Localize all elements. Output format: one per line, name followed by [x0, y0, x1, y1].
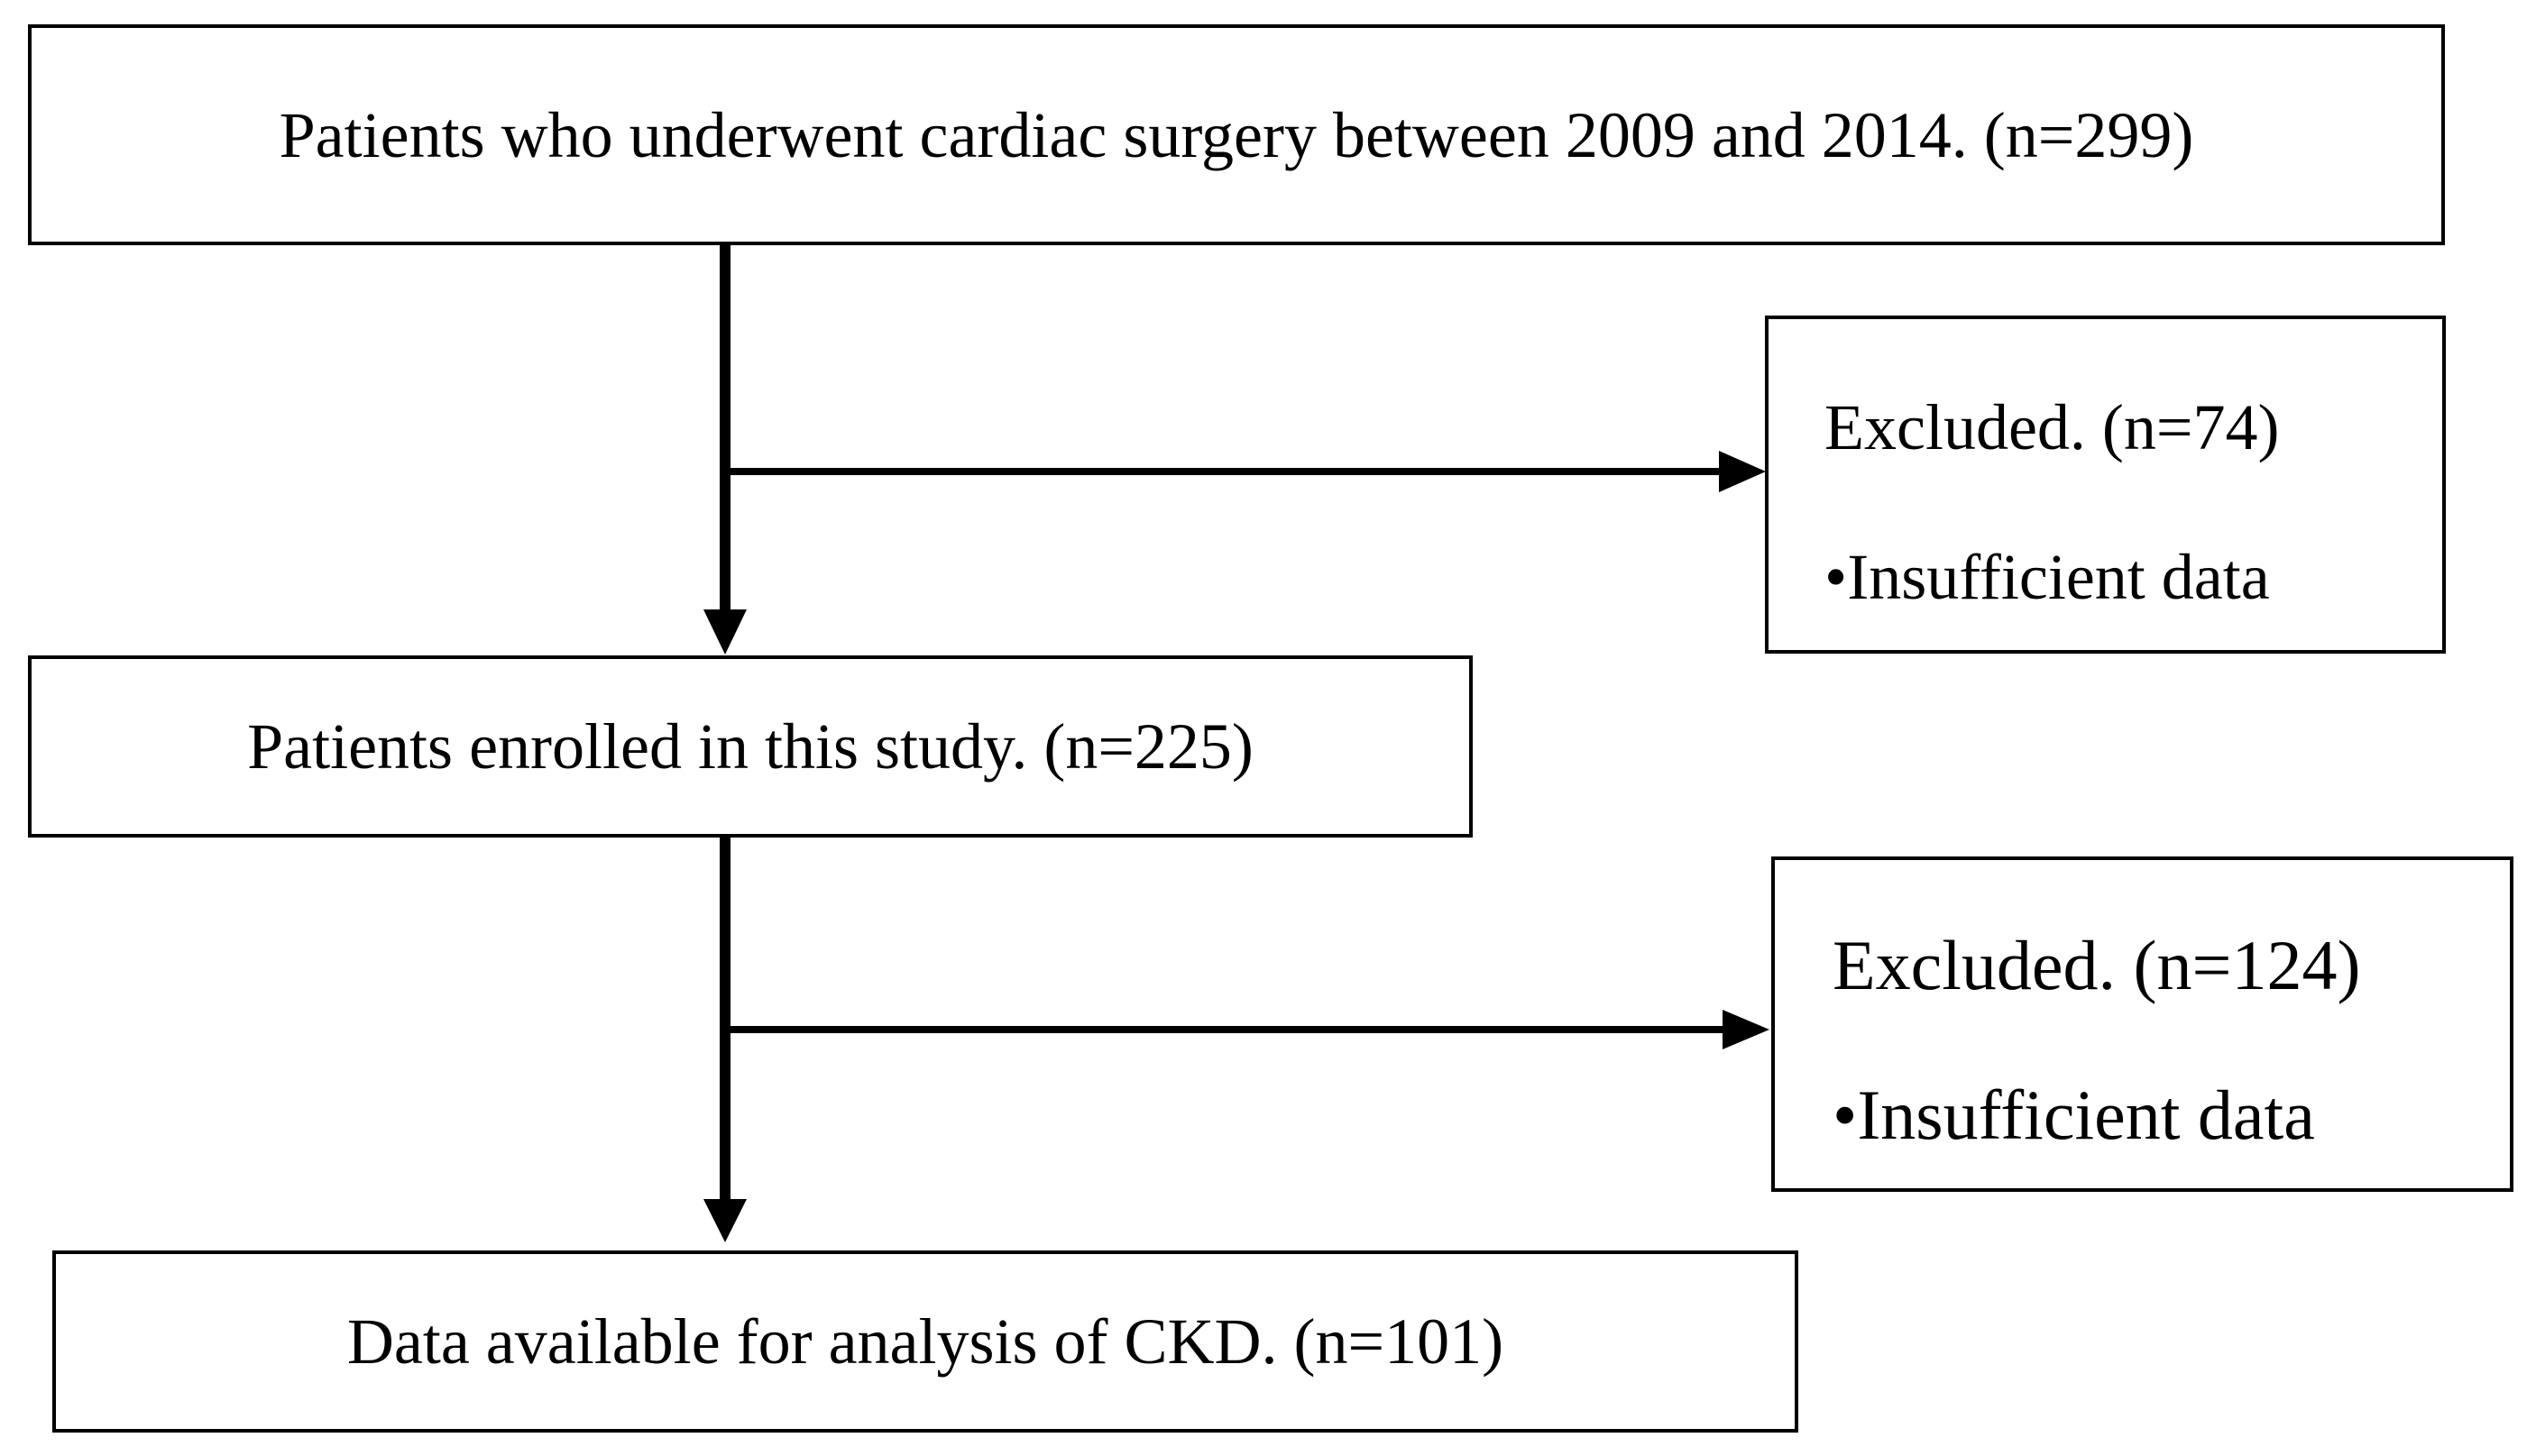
arrowhead-to-excluded-1 — [1719, 451, 1766, 492]
box-analysis-data: Data available for analysis of CKD. (n=1… — [52, 1250, 1798, 1433]
analysis-data-text: Data available for analysis of CKD. (n=1… — [346, 1305, 1504, 1378]
box-enrolled-patients: Patients enrolled in this study. (n=225) — [28, 655, 1473, 838]
enrolled-patients-text: Patients enrolled in this study. (n=225) — [247, 710, 1254, 783]
box-total-patients: Patients who underwent cardiac surgery b… — [28, 24, 2445, 245]
excluded-1-reason: Insufficient data — [1847, 541, 2270, 613]
excluded-1-title: Excluded. (n=74) — [1824, 391, 2280, 463]
bullet-icon: • — [1833, 1076, 1858, 1154]
bullet-icon: • — [1824, 541, 1848, 613]
arrowhead-to-excluded-2 — [1723, 1010, 1769, 1049]
total-patients-text: Patients who underwent cardiac surgery b… — [279, 98, 2194, 171]
box-excluded-2: Excluded. (n=124) •Insufficient data — [1771, 856, 2513, 1192]
arrowhead-to-enrolled — [703, 609, 747, 655]
arrowhead-to-analysis — [703, 1199, 747, 1242]
excluded-2-reason: Insufficient data — [1857, 1076, 2315, 1154]
excluded-2-title: Excluded. (n=124) — [1833, 926, 2361, 1004]
excluded-2-reason-row: •Insufficient data — [1833, 1080, 2315, 1150]
excluded-1-reason-row: •Insufficient data — [1824, 545, 2270, 609]
box-excluded-1: Excluded. (n=74) •Insufficient data — [1765, 316, 2446, 654]
